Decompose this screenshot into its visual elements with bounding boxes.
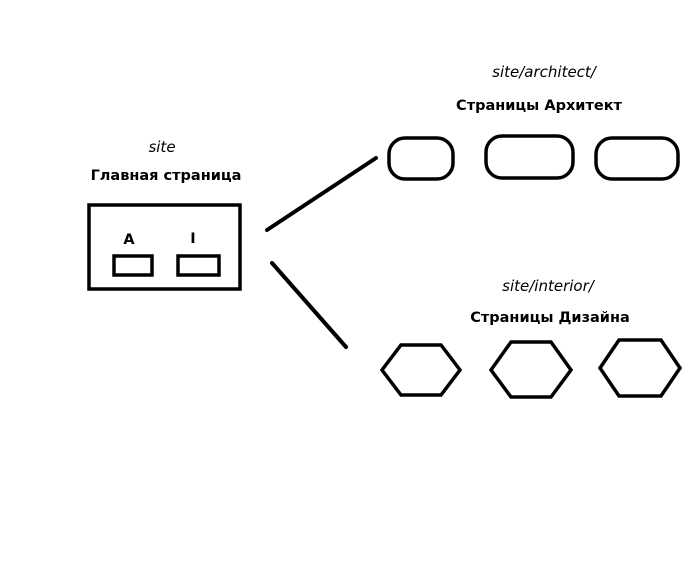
- interior-group: site/interior/ Страницы Дизайна: [379, 277, 683, 399]
- home-node: site Главная страница A I: [87, 138, 242, 291]
- architect-page-2: [484, 134, 575, 180]
- home-button-a: [112, 254, 154, 277]
- architect-path-label: site/architect/: [492, 63, 598, 81]
- edge-home-to-architect: [265, 156, 378, 232]
- home-path-label: site: [148, 138, 175, 156]
- architect-page-1: [387, 136, 455, 181]
- home-button-i-label: I: [190, 231, 195, 247]
- interior-page-2: [488, 340, 574, 399]
- interior-page-3: [597, 338, 683, 398]
- home-button-i: [176, 254, 221, 277]
- architect-title: Страницы Архитект: [456, 98, 622, 114]
- interior-page-1: [379, 343, 463, 397]
- interior-path-label: site/interior/: [502, 277, 596, 295]
- home-page-box: [87, 203, 242, 291]
- home-title: Главная страница: [91, 168, 242, 184]
- architect-group: site/architect/ Страницы Архитект: [387, 63, 680, 181]
- architect-page-3: [594, 136, 680, 181]
- interior-title: Страницы Дизайна: [470, 310, 630, 326]
- home-button-a-label: A: [123, 232, 135, 248]
- edge-home-to-interior: [270, 261, 348, 349]
